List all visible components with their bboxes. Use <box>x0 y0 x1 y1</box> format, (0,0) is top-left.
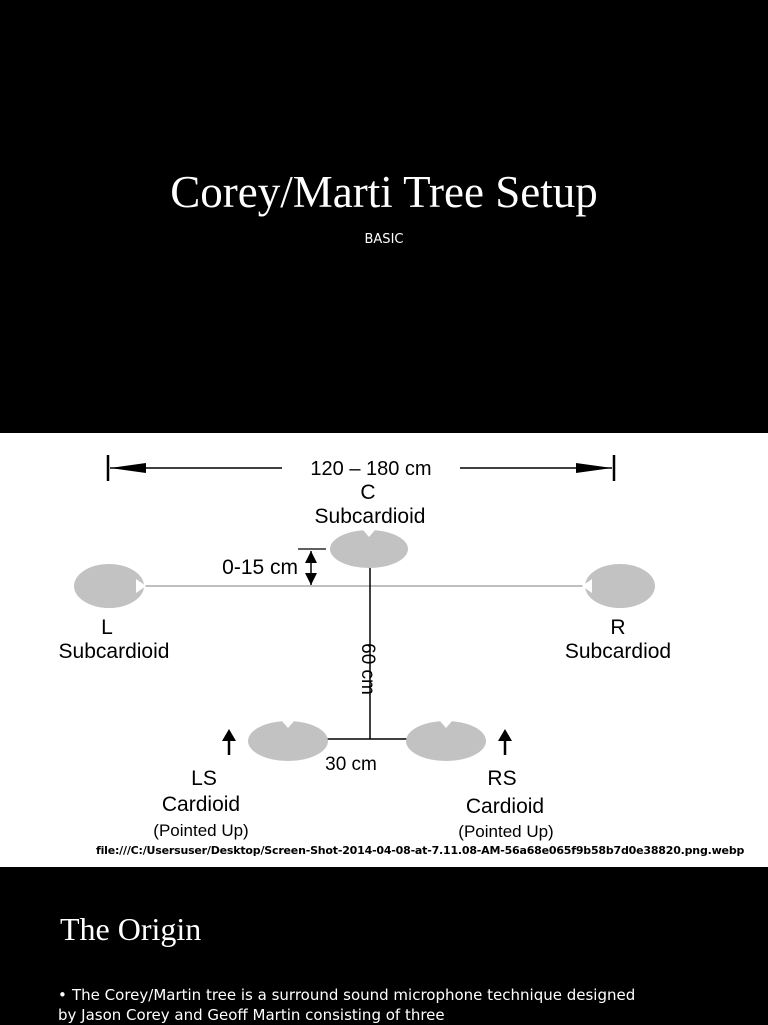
origin-bullet: •The Corey/Martin tree is a surround sou… <box>58 985 658 1025</box>
rs-up-arrow <box>498 729 512 755</box>
mic-ls-pattern: Cardioid <box>162 793 240 816</box>
mic-c-notch <box>363 530 375 537</box>
mic-r-capsule <box>585 564 655 608</box>
mic-l-notch <box>136 579 146 593</box>
mic-rs-note: (Pointed Up) <box>458 822 553 841</box>
microphone-diagram: 120 – 180 cm C Subcardioid 0-15 cm 60 cm… <box>0 433 768 867</box>
mic-c-pattern: Subcardioid <box>315 505 426 528</box>
slide-subtitle: BASIC <box>364 232 404 247</box>
file-path-caption: file:///C:/Usersuser/Desktop/Screen-Shot… <box>96 844 745 857</box>
mic-ls-capsule <box>248 721 328 761</box>
origin-bullet-text: The Corey/Martin tree is a surround soun… <box>58 986 636 1024</box>
width-arrow-left <box>110 463 146 473</box>
mic-r-name: R <box>610 616 625 639</box>
mic-rs-notch <box>440 721 452 728</box>
mic-c-capsule <box>330 530 408 568</box>
center-height-arrow-down <box>305 573 317 585</box>
mic-ls-name: LS <box>191 767 217 790</box>
ls-up-arrow <box>222 729 236 755</box>
mic-rs-capsule <box>406 721 486 761</box>
mic-l-capsule <box>74 564 144 608</box>
mic-ls-note: (Pointed Up) <box>153 821 248 840</box>
mic-l-name: L <box>101 616 113 639</box>
mic-r-notch <box>582 579 592 593</box>
depth-label: 60 cm <box>357 643 378 695</box>
diagram-svg: 120 – 180 cm C Subcardioid 0-15 cm 60 cm… <box>59 455 671 841</box>
center-height-arrow-up <box>305 551 317 563</box>
center-height-label: 0-15 cm <box>222 556 298 579</box>
rear-spacing-label: 30 cm <box>325 754 377 775</box>
bullet-dot: • <box>58 986 67 1004</box>
origin-slide: The Origin •The Corey/Martin tree is a s… <box>0 867 768 1024</box>
width-label: 120 – 180 cm <box>310 458 431 480</box>
mic-r-pattern: Subcardiod <box>565 640 671 663</box>
mic-c-name: C <box>360 481 375 504</box>
mic-l-pattern: Subcardioid <box>59 640 170 663</box>
mic-ls-notch <box>282 721 294 728</box>
width-arrow-right <box>576 463 612 473</box>
origin-heading: The Origin <box>60 911 202 947</box>
mic-rs-name: RS <box>487 767 516 790</box>
title-slide: Corey/Marti Tree Setup BASIC <box>0 0 768 433</box>
slide-title: Corey/Marti Tree Setup <box>170 167 598 217</box>
mic-rs-pattern: Cardioid <box>466 795 544 818</box>
